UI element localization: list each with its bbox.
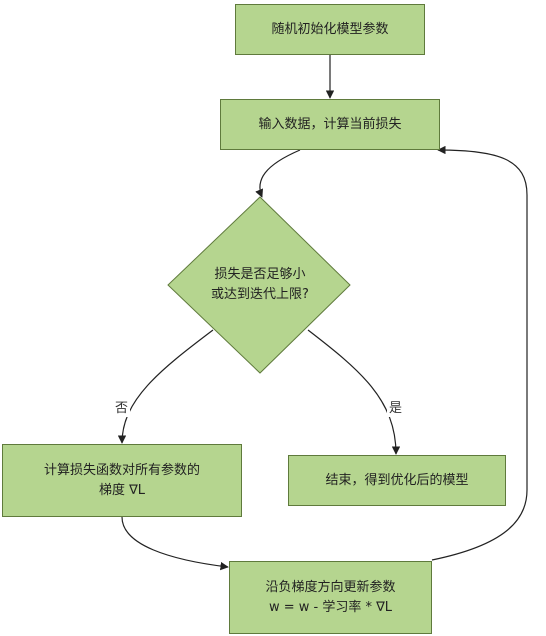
node-compute-loss-label: 输入数据，计算当前损失 (258, 116, 402, 132)
edge-gradient-to-update (121, 516, 229, 571)
decision-diamond (167, 196, 351, 374)
edge-label-yes: 是 (387, 401, 405, 417)
edge-label-no: 否 (113, 401, 131, 417)
node-update-params-label: 沿负梯度方向更新参数 w = w - 学习率 * ∇L (265, 579, 396, 615)
node-end-label: 结束，得到优化后的模型 (325, 472, 469, 488)
edge-decision-to-gradient (117, 329, 214, 444)
node-init-params: 随机初始化模型参数 (235, 4, 425, 55)
edge-decision-to-end (307, 329, 401, 455)
node-update-params: 沿负梯度方向更新参数 w = w - 学习率 * ∇L (229, 561, 432, 634)
edge-compute-loss-to-decision (255, 149, 301, 198)
node-compute-loss: 输入数据，计算当前损失 (220, 99, 440, 150)
node-compute-gradient: 计算损失函数对所有参数的 梯度 ∇L (2, 444, 242, 517)
decision-label: 损失是否足够小 或达到迭代上限? (211, 267, 309, 302)
node-end: 结束，得到优化后的模型 (288, 455, 506, 506)
node-compute-gradient-label: 计算损失函数对所有参数的 梯度 ∇L (43, 462, 200, 498)
node-init-params-label: 随机初始化模型参数 (271, 21, 389, 37)
edge-update-to-compute-loss (431, 145, 528, 561)
